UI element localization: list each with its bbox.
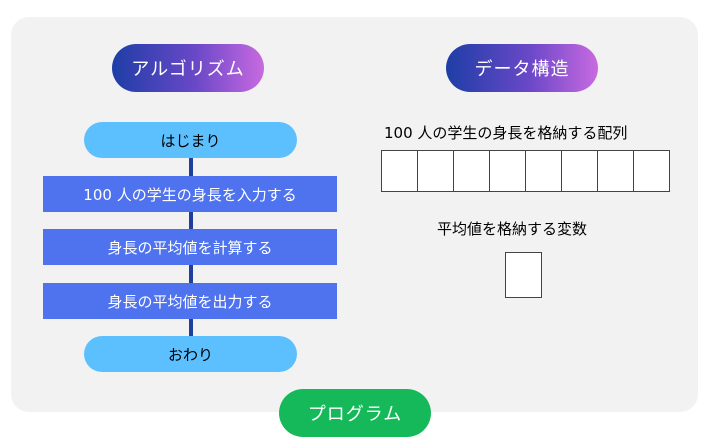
program-label: プログラム	[279, 389, 431, 437]
average-variable-box	[505, 252, 542, 298]
array-cell	[561, 150, 598, 192]
array-cell	[633, 150, 670, 192]
array-label: 100 人の学生の身長を格納する配列	[384, 124, 628, 142]
array-cell	[525, 150, 562, 192]
array-cell	[597, 150, 634, 192]
variable-label: 平均値を格納する変数	[437, 220, 588, 238]
array-cell	[489, 150, 526, 192]
array-cell	[453, 150, 490, 192]
array-cell	[381, 150, 418, 192]
flowchart-start: はじまり	[84, 122, 297, 158]
flowchart-step-output: 身長の平均値を出力する	[43, 283, 337, 319]
array-cell	[417, 150, 454, 192]
data-structure-title: データ構造	[446, 44, 598, 92]
algorithm-title: アルゴリズム	[112, 44, 264, 92]
flowchart-end: おわり	[84, 336, 297, 372]
height-array	[381, 150, 670, 192]
flowchart-step-input: 100 人の学生の身長を入力する	[43, 176, 337, 212]
flowchart-step-calculate: 身長の平均値を計算する	[43, 229, 337, 265]
